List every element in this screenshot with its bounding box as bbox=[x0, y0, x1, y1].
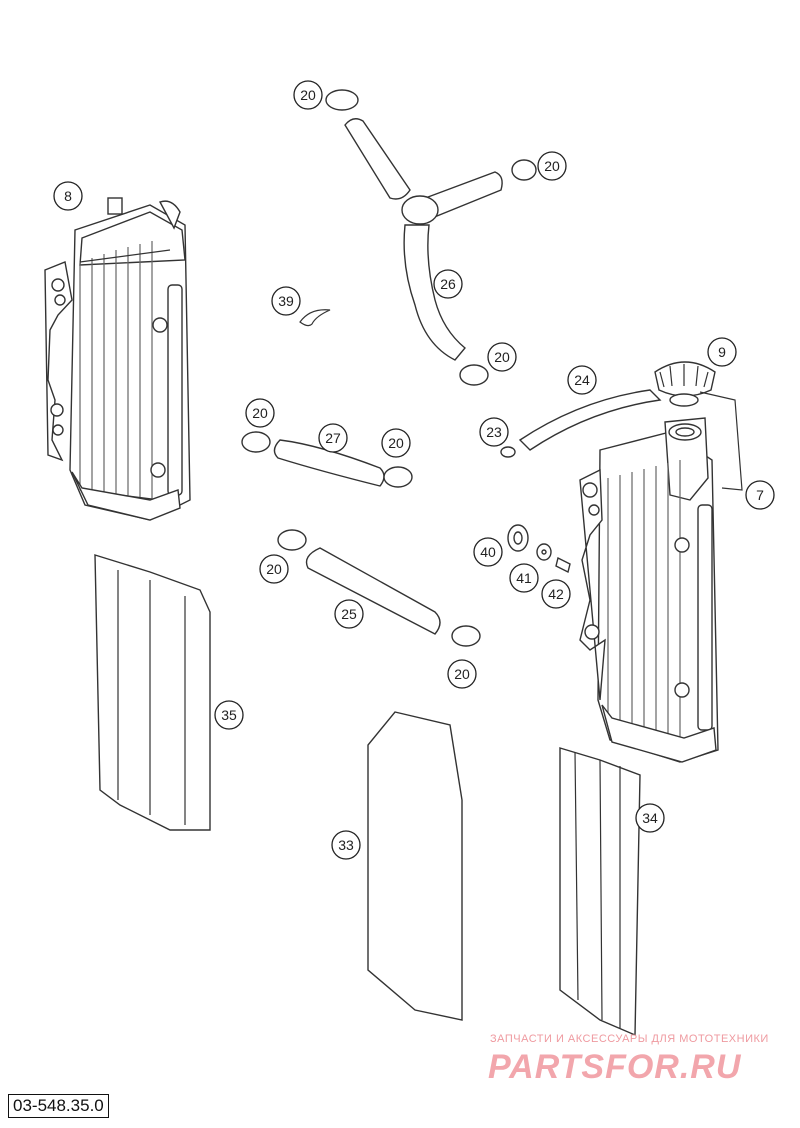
radiator-guard-35 bbox=[94, 554, 211, 831]
y-hose-assembly bbox=[344, 118, 503, 361]
callout-39: 39 bbox=[271, 286, 301, 316]
callout-27: 27 bbox=[318, 423, 348, 453]
leader-line-7 bbox=[699, 391, 743, 491]
svg-text:20: 20 bbox=[388, 435, 404, 451]
watermark-tagline: ЗАПЧАСТИ И АКСЕССУАРЫ ДЛЯ МОТОТЕХНИКИ bbox=[490, 1033, 769, 1045]
svg-text:20: 20 bbox=[544, 158, 560, 174]
callout-7: 7 bbox=[745, 480, 775, 510]
svg-text:20: 20 bbox=[454, 666, 470, 682]
overflow-hose-24 bbox=[518, 389, 662, 451]
callout-20: 20 bbox=[381, 428, 411, 458]
hose-clamps bbox=[241, 89, 537, 647]
callout-24: 24 bbox=[567, 365, 597, 395]
svg-text:23: 23 bbox=[486, 424, 502, 440]
rubber-grommet-40 bbox=[507, 524, 529, 552]
hose-clip-23 bbox=[500, 446, 516, 458]
callout-34: 34 bbox=[635, 803, 665, 833]
svg-text:20: 20 bbox=[300, 87, 316, 103]
svg-text:42: 42 bbox=[548, 586, 564, 602]
svg-text:27: 27 bbox=[325, 430, 341, 446]
callout-35: 35 bbox=[214, 700, 244, 730]
callout-20: 20 bbox=[537, 151, 567, 181]
svg-text:24: 24 bbox=[574, 372, 590, 388]
callout-26: 26 bbox=[433, 269, 463, 299]
callout-20: 20 bbox=[259, 554, 289, 584]
foam-pad-33 bbox=[367, 711, 463, 1021]
callout-20: 20 bbox=[487, 342, 517, 372]
svg-text:33: 33 bbox=[338, 837, 354, 853]
svg-text:20: 20 bbox=[494, 349, 510, 365]
callout-25: 25 bbox=[334, 599, 364, 629]
svg-text:40: 40 bbox=[480, 544, 496, 560]
callout-9: 9 bbox=[707, 337, 737, 367]
radiator-cap bbox=[654, 361, 716, 407]
svg-text:39: 39 bbox=[278, 293, 294, 309]
svg-text:25: 25 bbox=[341, 606, 357, 622]
svg-text:34: 34 bbox=[642, 810, 658, 826]
watermark-logo: PARTSFOR.RU bbox=[488, 1048, 742, 1086]
svg-text:8: 8 bbox=[64, 188, 72, 204]
svg-text:20: 20 bbox=[266, 561, 282, 577]
svg-text:7: 7 bbox=[756, 487, 764, 503]
callout-41: 41 bbox=[509, 563, 539, 593]
svg-text:26: 26 bbox=[440, 276, 456, 292]
left-radiator bbox=[44, 197, 191, 521]
svg-text:41: 41 bbox=[516, 570, 532, 586]
drawing-number-label: 03-548.35.0 bbox=[8, 1094, 109, 1118]
hose-25 bbox=[305, 547, 441, 635]
callout-23: 23 bbox=[479, 417, 509, 447]
clip-39 bbox=[299, 309, 331, 327]
svg-text:9: 9 bbox=[718, 344, 726, 360]
callout-20: 20 bbox=[245, 398, 275, 428]
screw-42 bbox=[555, 556, 571, 574]
radiator-guard-34 bbox=[559, 747, 641, 1037]
svg-text:35: 35 bbox=[221, 707, 237, 723]
callout-20: 20 bbox=[293, 80, 323, 110]
hose-27 bbox=[273, 439, 385, 487]
svg-text:20: 20 bbox=[252, 405, 268, 421]
callout-8: 8 bbox=[53, 181, 83, 211]
callout-40: 40 bbox=[473, 537, 503, 567]
washer-41 bbox=[536, 543, 552, 561]
right-radiator bbox=[579, 417, 719, 763]
callout-33: 33 bbox=[331, 830, 361, 860]
callout-20: 20 bbox=[447, 659, 477, 689]
callout-42: 42 bbox=[541, 579, 571, 609]
